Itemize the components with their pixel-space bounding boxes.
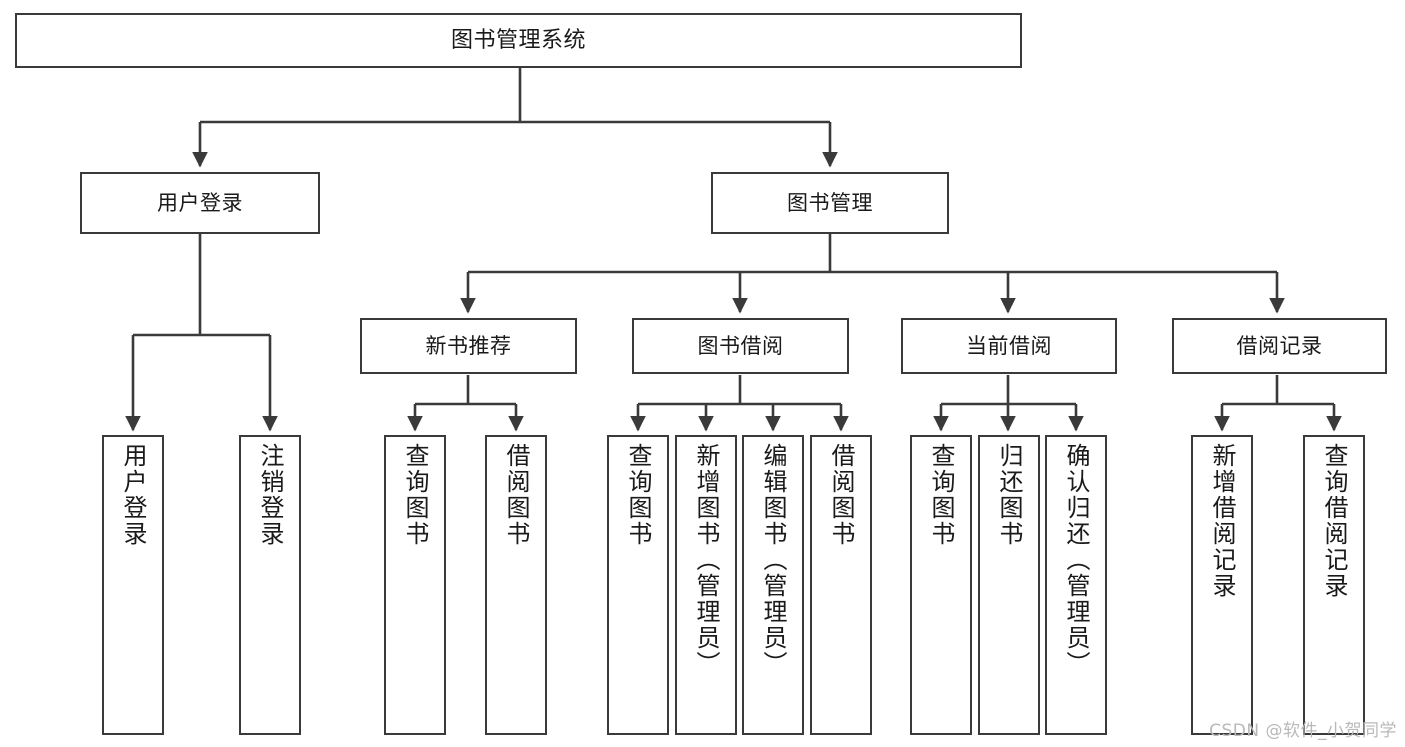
node-leaf-user-login[interactable]: 用户登录 [102,435,164,735]
node-root-label: 图书管理系统 [450,27,586,53]
node-book-borrow[interactable]: 图书借阅 [632,318,849,374]
node-leaf-query-book-1[interactable]: 查询图书 [384,435,446,735]
csdn-watermark: CSDN @软件_小贺同学 [1209,721,1397,741]
node-leaf-add-book[interactable]: 新增图书（管理员） [675,435,737,735]
node-leaf-add-record-label: 新增借阅记录 [1208,443,1236,599]
node-leaf-edit-book[interactable]: 编辑图书（管理员） [742,435,804,735]
node-leaf-query-record-label: 查询借阅记录 [1320,443,1348,599]
node-book-borrow-label: 图书借阅 [697,333,784,358]
node-leaf-query-book-3-label: 查询图书 [927,443,955,547]
node-leaf-confirm-return[interactable]: 确认归还（管理员） [1045,435,1107,735]
node-leaf-query-book-1-label: 查询图书 [401,443,429,547]
node-leaf-logout-label: 注销登录 [256,443,284,547]
node-leaf-query-book-3[interactable]: 查询图书 [910,435,972,735]
node-leaf-confirm-return-label: 确认归还（管理员） [1062,443,1090,677]
node-leaf-query-book-2[interactable]: 查询图书 [607,435,669,735]
node-leaf-add-book-label: 新增图书（管理员） [692,443,720,677]
node-leaf-logout[interactable]: 注销登录 [239,435,301,735]
node-borrow-record[interactable]: 借阅记录 [1172,318,1387,374]
node-borrow-record-label: 借阅记录 [1236,333,1323,358]
node-leaf-borrow-book-2[interactable]: 借阅图书 [810,435,872,735]
node-leaf-borrow-book-2-label: 借阅图书 [827,443,855,547]
node-new-book-rec-label: 新书推荐 [425,333,512,358]
node-leaf-borrow-book-1[interactable]: 借阅图书 [485,435,547,735]
node-leaf-return-book-label: 归还图书 [995,443,1023,547]
node-current-borrow[interactable]: 当前借阅 [901,318,1117,374]
node-leaf-return-book[interactable]: 归还图书 [978,435,1040,735]
node-leaf-borrow-book-1-label: 借阅图书 [502,443,530,547]
node-user-login-label: 用户登录 [157,190,243,215]
node-root[interactable]: 图书管理系统 [15,13,1022,68]
node-book-manage-label: 图书管理 [787,190,873,215]
node-current-borrow-label: 当前借阅 [966,333,1052,358]
node-leaf-add-record[interactable]: 新增借阅记录 [1191,435,1253,735]
node-leaf-query-book-2-label: 查询图书 [624,443,652,547]
node-book-manage[interactable]: 图书管理 [711,172,949,234]
node-user-login[interactable]: 用户登录 [80,172,320,234]
node-leaf-edit-book-label: 编辑图书（管理员） [759,443,787,677]
node-leaf-user-login-label: 用户登录 [119,443,147,547]
node-leaf-query-record[interactable]: 查询借阅记录 [1303,435,1365,735]
node-new-book-rec[interactable]: 新书推荐 [360,318,577,374]
